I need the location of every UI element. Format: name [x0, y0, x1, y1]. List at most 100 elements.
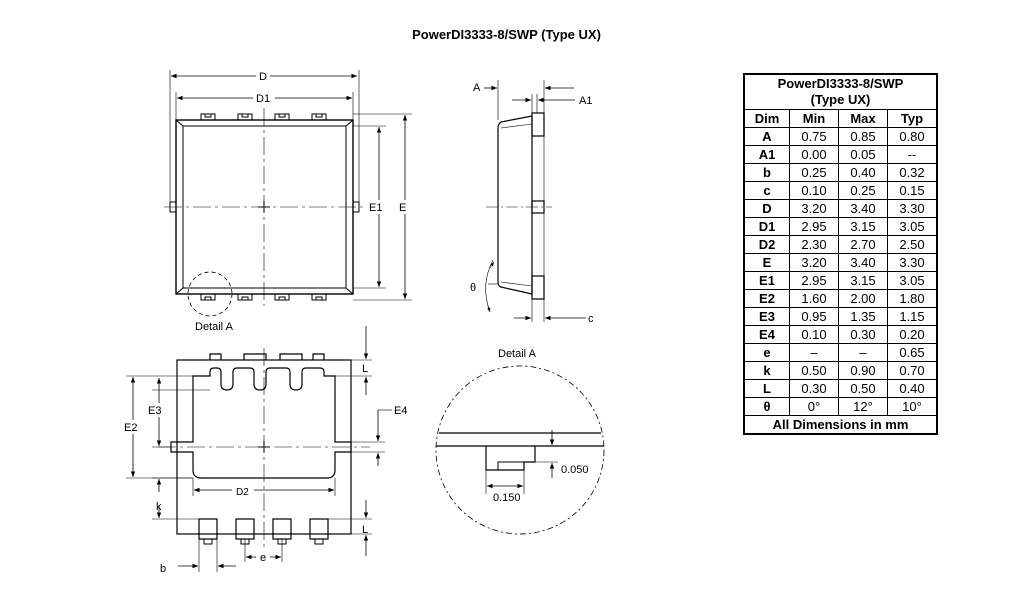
detail-a-view: [435, 365, 605, 535]
cell-dim: E3: [743, 307, 790, 326]
dim-label-l-top: L: [362, 363, 368, 375]
header-dim: Dim: [743, 109, 790, 128]
cell-min: 2.95: [789, 271, 839, 290]
dim-label-e3: E3: [148, 405, 161, 417]
cell-max: 0.50: [838, 379, 888, 398]
detail-a-marker-circle: [187, 271, 233, 317]
dim-label-d2: D2: [236, 487, 249, 498]
cell-dim: E1: [743, 271, 790, 290]
dim-label-theta: θ: [470, 282, 476, 294]
table-footer: All Dimensions in mm: [743, 415, 938, 435]
top-view-top-pins: [200, 113, 327, 120]
cell-dim: c: [743, 181, 790, 200]
dim-label-l-bottom: L: [362, 524, 368, 536]
cell-max: 2.00: [838, 289, 888, 308]
detail-a-title: Detail A: [498, 348, 537, 360]
cell-typ: 0.80: [887, 127, 938, 146]
cell-dim: e: [743, 343, 790, 362]
cell-min: 1.60: [789, 289, 839, 308]
cell-min: 2.30: [789, 235, 839, 254]
cell-max: 2.70: [838, 235, 888, 254]
header-min: Min: [789, 109, 839, 128]
cell-typ: 3.30: [887, 199, 938, 218]
cell-max: 3.15: [838, 217, 888, 236]
cell-max: 0.90: [838, 361, 888, 380]
cell-typ: 2.50: [887, 235, 938, 254]
cell-dim: A: [743, 127, 790, 146]
cell-max: 1.35: [838, 307, 888, 326]
cell-min: 0°: [789, 397, 839, 416]
detail-dim-0150: 0.150: [493, 492, 521, 504]
top-view-bottom-pins: [200, 294, 327, 301]
cell-dim: L: [743, 379, 790, 398]
dim-label-d1: D1: [256, 93, 270, 105]
top-view: [164, 70, 412, 317]
cell-typ: 0.70: [887, 361, 938, 380]
cell-dim: A1: [743, 145, 790, 164]
header-typ: Typ: [887, 109, 938, 128]
cell-dim: E4: [743, 325, 790, 344]
cell-typ: 0.40: [887, 379, 938, 398]
dim-label-e: E: [399, 202, 406, 214]
dim-label-e2: E2: [124, 422, 137, 434]
dim-label-d: D: [259, 71, 267, 83]
cell-min: 0.95: [789, 307, 839, 326]
detail-a-reference: Detail A: [195, 321, 234, 333]
cell-min: 0.10: [789, 325, 839, 344]
cell-typ: 3.30: [887, 253, 938, 272]
dim-label-k: k: [156, 501, 162, 513]
cell-dim: E: [743, 253, 790, 272]
side-view-body: [497, 115, 533, 295]
cell-min: 3.20: [789, 253, 839, 272]
bottom-view-exposed-pad: [170, 367, 352, 479]
table-row: e––0.65: [743, 343, 938, 362]
table-title: PowerDI3333-8/SWP (Type UX): [743, 73, 938, 110]
cell-max: 12°: [838, 397, 888, 416]
cell-dim: b: [743, 163, 790, 182]
cell-typ: 3.05: [887, 271, 938, 290]
cell-typ: 0.65: [887, 343, 938, 362]
cell-dim: k: [743, 361, 790, 380]
cell-dim: E2: [743, 289, 790, 308]
cell-typ: 0.20: [887, 325, 938, 344]
dim-label-b: b: [160, 563, 166, 575]
cell-max: 0.85: [838, 127, 888, 146]
cell-min: 0.50: [789, 361, 839, 380]
cell-min: –: [789, 343, 839, 362]
cell-min: 0.30: [789, 379, 839, 398]
side-view-lead-bottom: [531, 275, 545, 300]
cell-max: 0.25: [838, 181, 888, 200]
dim-label-a: A: [473, 82, 481, 94]
cell-dim: D2: [743, 235, 790, 254]
cell-max: 3.40: [838, 199, 888, 218]
cell-max: 0.30: [838, 325, 888, 344]
page-title: PowerDI3333-8/SWP (Type UX): [412, 27, 601, 42]
cell-dim: D1: [743, 217, 790, 236]
detail-dim-0050: 0.050: [561, 464, 589, 476]
bottom-view-pins: [198, 518, 329, 545]
cell-typ: 1.15: [887, 307, 938, 326]
dim-label-a1: A1: [579, 95, 592, 107]
header-max: Max: [838, 109, 888, 128]
table-header-row: Dim Min Max Typ: [743, 109, 938, 128]
cell-typ: 10°: [887, 397, 938, 416]
cell-max: 3.15: [838, 271, 888, 290]
dim-label-e4: E4: [394, 405, 407, 417]
cell-max: 0.40: [838, 163, 888, 182]
cell-max: 0.05: [838, 145, 888, 164]
cell-typ: 1.80: [887, 289, 938, 308]
package-outline-drawing: D D1 E1 E Detail A A A1 θ c: [124, 70, 605, 575]
cell-dim: D: [743, 199, 790, 218]
dim-label-e1: E1: [369, 202, 382, 214]
